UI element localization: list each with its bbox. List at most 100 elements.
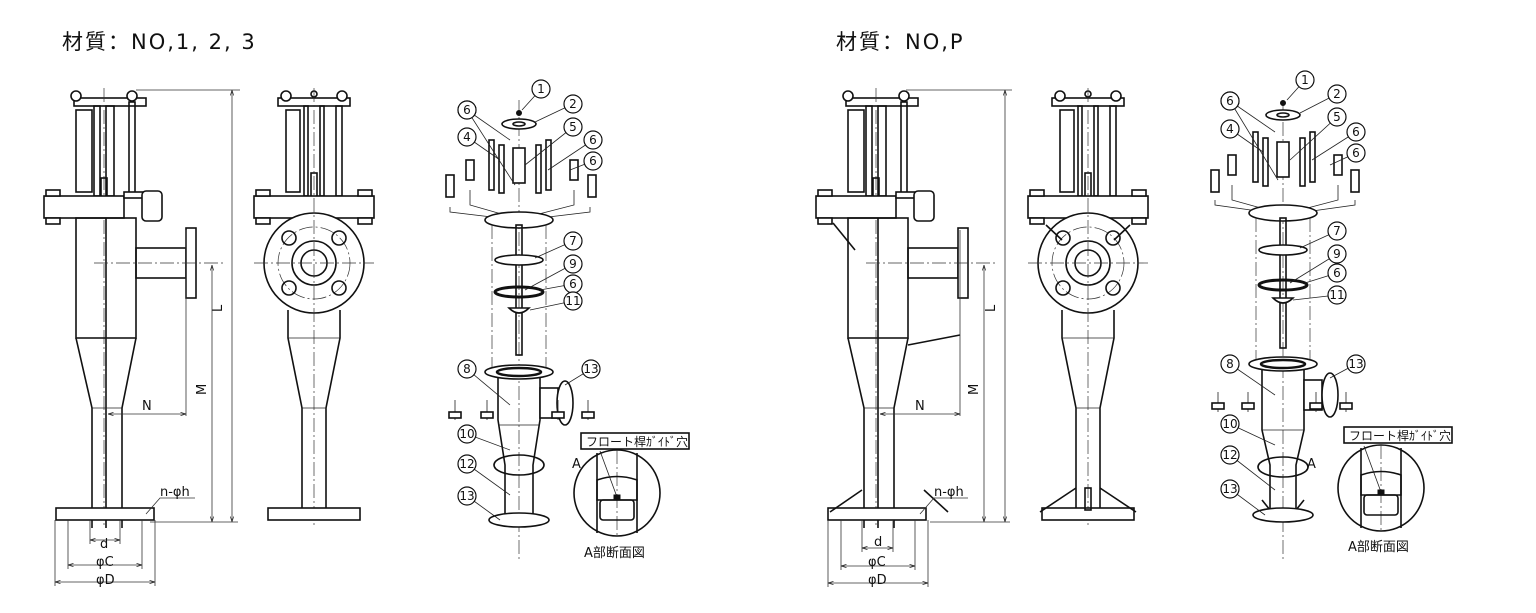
dim-label-M: M [967,384,982,395]
part-bubble-11: 11 [1292,285,1347,305]
bubble-circle [563,117,583,137]
part-number: 6 [589,133,597,147]
part-number: 9 [569,257,577,271]
part-bubble-5: 5 [1289,107,1347,161]
part-bubble-2: 2 [534,94,583,123]
part-bubble-10: 10 [1220,414,1276,446]
part-number: 6 [569,277,577,291]
part-bubble-13: 13 [1329,354,1366,379]
float-guide-hole-callout: フロート桿ｶﾞｲﾄﾞ穴 [586,434,688,449]
bubble-circle [1220,479,1240,499]
part-bubble-10: 10 [457,424,511,451]
bubble-circle [1346,143,1366,163]
bubble-circle [581,359,601,379]
part-number: 13 [1348,357,1363,371]
part-bubble-12: 12 [1220,445,1276,491]
part-number: 6 [1352,125,1360,139]
bubble-circle [1327,107,1347,127]
dim-label-D: φD [96,573,115,588]
bubble-circle [563,254,583,274]
bubble-circle [1220,414,1240,434]
part-number: 2 [569,97,577,111]
part-number: 12 [1222,448,1237,462]
dim-label-C: φC [868,555,886,570]
dim-label-nh: n-φh [934,485,964,500]
part-number: 4 [1226,122,1234,136]
bubble-circle [457,454,477,474]
dim-label-N: N [142,399,152,414]
part-number: 13 [1222,482,1237,496]
part-bubble-1: 1 [521,79,551,111]
part-bubble-13: 13 [457,486,501,521]
detail-section-left: フロート桿ｶﾞｲﾄﾞ穴 A部断面図 [573,432,690,561]
part-bubble-11: 11 [529,291,583,311]
leader-line [1229,100,1279,181]
part-number: 6 [589,154,597,168]
section-caption: A部断面図 [584,546,645,561]
dim-label-d: d [100,537,108,552]
part-number: 13 [583,362,598,376]
part-bubbles-right: 1234566679611813101213 [1220,70,1366,516]
dimension-nh-left: n-φh [145,485,195,515]
material-title-left: 材質：NO,1, 2, 3 [62,30,257,54]
part-number: 7 [569,234,577,248]
dimension-d-C-D-left: d φC φD [54,520,156,588]
bubble-circle [457,359,477,379]
part-bubble-9: 9 [1289,244,1347,284]
dimension-N-right: N [880,230,961,416]
part-bubble-6: 6 [1311,122,1366,161]
part-bubble-7: 7 [1299,221,1347,249]
part-bubble-4: 4 [457,127,501,161]
section-marker-A: A [1307,457,1316,472]
exploded-view-right: A [1210,100,1360,560]
dimension-N-left: N [108,230,187,416]
part-bubble-4: 4 [1220,119,1264,153]
part-number: 7 [1333,224,1341,238]
part-number: 8 [463,362,471,376]
part-bubble-6: 6 [1329,143,1366,166]
part-bubble-7: 7 [534,231,583,259]
bubble-circle [1220,445,1240,465]
bubble-circle [457,127,477,147]
bubble-circle [1327,244,1347,264]
part-number: 6 [463,103,471,117]
bubble-circle [1346,122,1366,142]
part-number: 2 [1333,87,1341,101]
bubble-circle [563,291,583,311]
part-number: 5 [569,120,577,134]
dimension-L-right: L [906,89,1012,522]
dim-label-L: L [211,304,226,312]
section-caption: A部断面図 [1348,540,1409,555]
part-number: 9 [1333,247,1341,261]
part-number: 10 [1222,417,1237,431]
bubble-circle [583,130,603,150]
part-number: 8 [1226,357,1234,371]
bubble-circle [457,424,477,444]
part-bubble-1: 1 [1286,70,1315,101]
dim-label-L: L [984,304,999,312]
part-bubble-13: 13 [564,359,601,386]
part-number: 6 [1226,94,1234,108]
part-number: 13 [459,489,474,503]
leader-line [466,109,516,186]
dim-label-d: d [874,535,882,550]
part-bubble-8: 8 [457,359,511,406]
bubble-circle [583,151,603,171]
bubble-circle [1327,285,1347,305]
part-number: 12 [459,457,474,471]
section-marker-A: A [572,457,581,472]
leader-line [524,126,574,166]
dim-label-M: M [195,384,210,395]
part-number: 11 [565,294,580,308]
part-bubble-9: 9 [524,254,583,291]
dim-label-D: φD [868,573,887,588]
dim-label-N: N [915,399,925,414]
float-guide-hole-callout: フロート桿ｶﾞｲﾄﾞ穴 [1349,428,1451,443]
part-number: 4 [463,130,471,144]
bubble-circle [1327,221,1347,241]
part-bubble-13: 13 [1220,479,1266,516]
dimension-M-right: M [930,265,1010,523]
part-bubble-6: 6 [547,130,603,171]
leader-line [1289,116,1338,161]
bubble-circle [1220,354,1240,374]
